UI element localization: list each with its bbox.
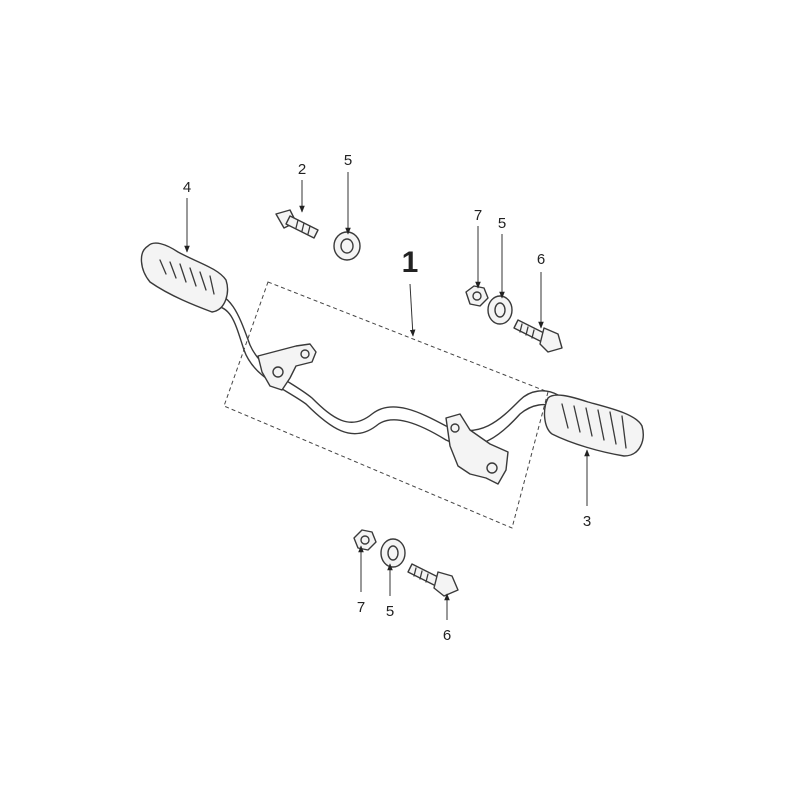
- right-nut: [465, 285, 489, 307]
- right-mount-hole: [450, 423, 460, 433]
- callout-right-washer: 5: [498, 215, 506, 232]
- right-footrest-rubber: [543, 394, 644, 457]
- callout-bottom-washer: 5: [386, 603, 394, 620]
- callout-left-footrest: 4: [183, 179, 191, 196]
- right-pivot-hole: [486, 462, 498, 474]
- callout-right-nut: 7: [474, 207, 482, 224]
- assembly-boundary: [223, 281, 549, 529]
- bar-tube-inner: [213, 305, 557, 447]
- leader-1: [409, 283, 416, 337]
- left-mount-hole: [300, 349, 310, 359]
- bottom-washer: [380, 538, 406, 568]
- top-washer: [333, 231, 361, 261]
- left-pivot-hole: [272, 366, 284, 378]
- bar-tube-outer: [207, 291, 559, 432]
- top-bolt: [275, 209, 319, 239]
- right-mount-bracket: [445, 413, 509, 485]
- callout-right-bolt: 6: [537, 251, 545, 268]
- footrest-bar-assembly: [140, 242, 644, 485]
- callout-top-washer: 5: [344, 152, 352, 169]
- right-washer: [487, 295, 513, 325]
- callout-right-footrest: 3: [583, 513, 591, 530]
- bottom-nut: [353, 529, 377, 551]
- right-bolt: [513, 319, 563, 353]
- callout-bottom-bolt: 6: [443, 627, 451, 644]
- callout-bottom-nut: 7: [357, 599, 365, 616]
- bottom-bolt: [407, 563, 459, 597]
- left-footrest-rubber: [140, 242, 229, 313]
- callout-main: 1: [402, 246, 419, 279]
- callout-top-bolt: 2: [298, 161, 306, 178]
